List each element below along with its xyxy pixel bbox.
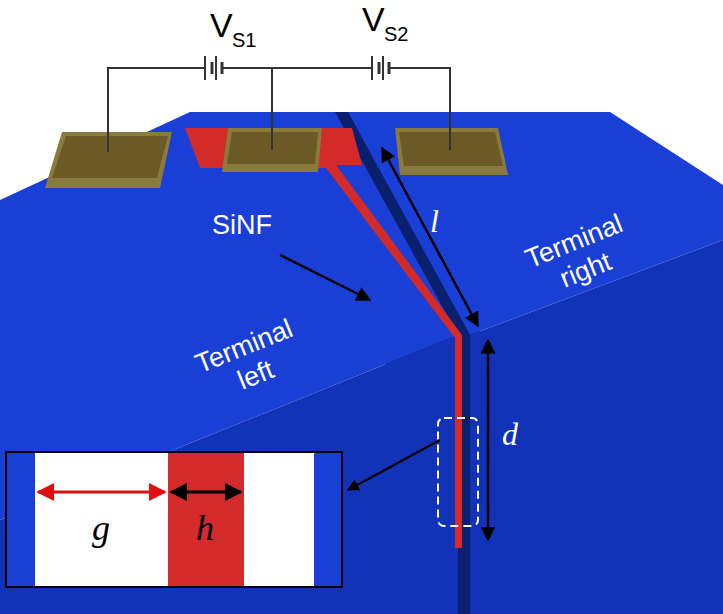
dimension-label: g [92, 510, 110, 546]
zoom-region [438, 418, 478, 526]
voltage-subscript: S1 [232, 30, 256, 50]
voltage-symbol: V [362, 2, 385, 36]
battery-symbol [378, 62, 381, 74]
contact-pad [52, 136, 168, 178]
right-block-front [470, 240, 723, 614]
dimension-arrow [171, 491, 241, 494]
dimension-arrow [382, 148, 478, 326]
battery-symbol [388, 62, 391, 74]
wire [222, 68, 272, 150]
dimension-label: l [430, 205, 439, 237]
battery-symbol [371, 56, 373, 80]
inset-terminal [314, 453, 341, 586]
dimension-arrow [38, 491, 165, 494]
wire [108, 68, 205, 152]
contact-pad [395, 128, 508, 175]
wire [389, 68, 450, 150]
voltage-subscript: S2 [384, 24, 408, 44]
battery-symbol [215, 56, 217, 80]
battery-symbol [382, 56, 384, 80]
inset-box [6, 452, 342, 587]
battery-symbol [204, 56, 206, 80]
battery-symbol [211, 62, 214, 74]
leader-arrow [348, 440, 440, 490]
dimension-label: d [502, 418, 518, 450]
voltage-symbol: V [210, 8, 233, 42]
inset-terminal [7, 453, 35, 586]
leader-arrow [280, 255, 370, 300]
dimension-label: h [196, 510, 214, 546]
wire [272, 67, 372, 69]
part-name: SiNF [212, 212, 272, 239]
battery-symbol [221, 62, 224, 74]
inset-fin [168, 453, 244, 586]
dimension-arrow [487, 340, 490, 540]
